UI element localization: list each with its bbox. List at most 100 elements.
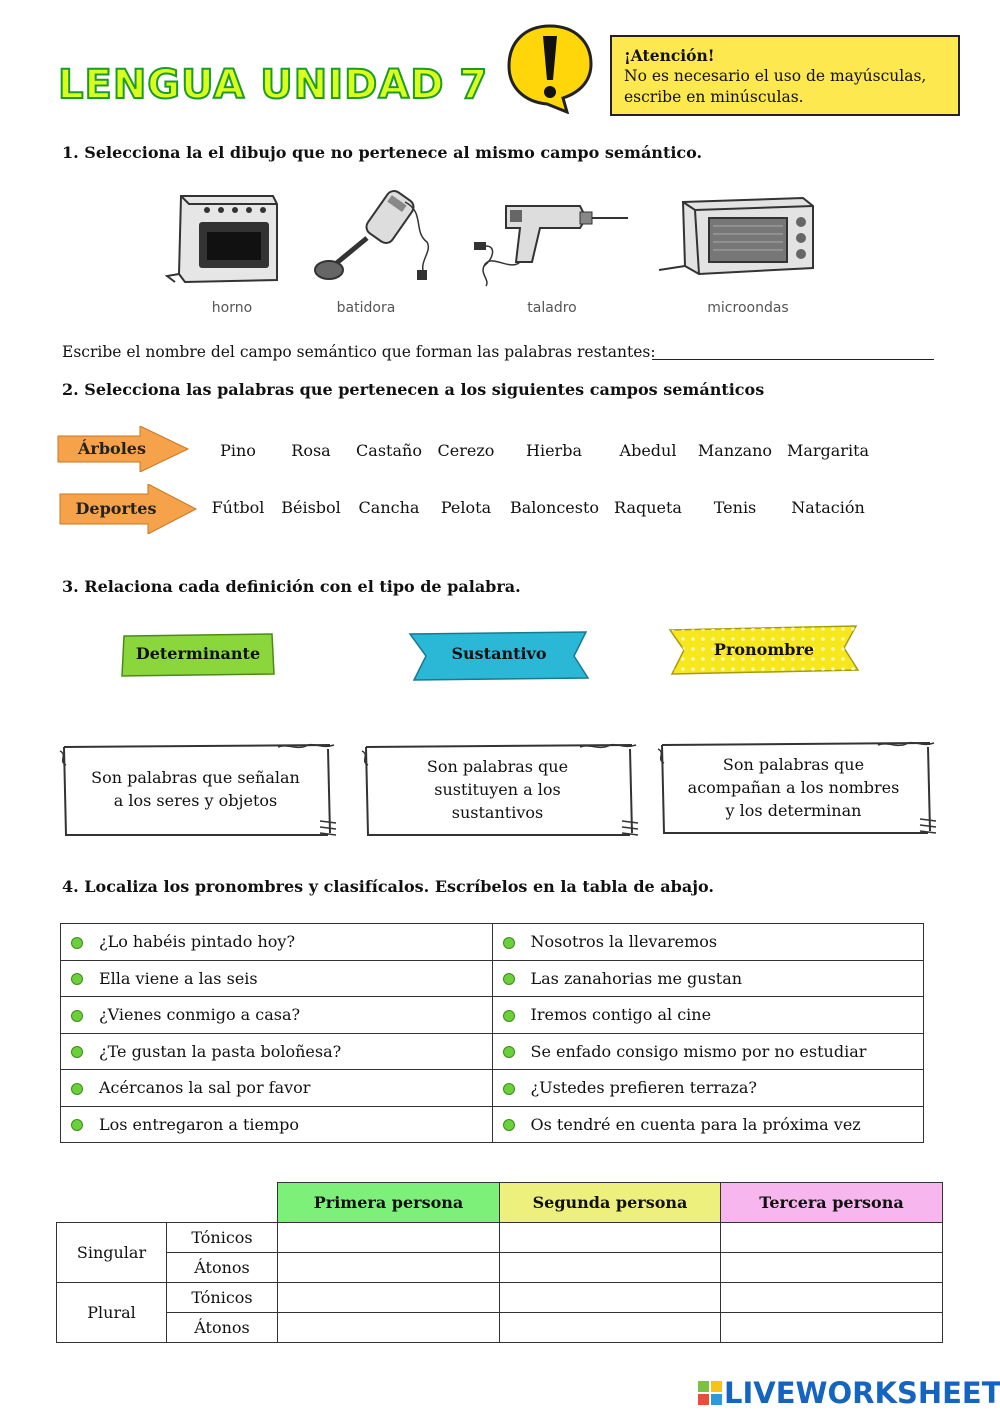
blender-image[interactable] xyxy=(305,182,435,292)
yellow-ribbon-shape xyxy=(668,625,860,675)
question-3: 3. Relaciona cada definición con el tipo… xyxy=(62,577,521,596)
answer-cell[interactable] xyxy=(720,1252,943,1283)
arrow-shape xyxy=(57,425,190,473)
answer-cell[interactable] xyxy=(277,1222,500,1253)
word-manzano[interactable]: Manzano xyxy=(697,441,773,460)
table-row: Átonos xyxy=(57,1252,943,1283)
definition-1-line-2: a los seres y objetos xyxy=(113,791,278,810)
header-segunda-persona: Segunda persona xyxy=(499,1182,721,1223)
green-dot-icon xyxy=(71,936,83,949)
word-castano[interactable]: Castaño xyxy=(356,441,422,460)
scroll-frame xyxy=(657,741,937,834)
group-plural: Plural xyxy=(56,1282,167,1343)
sentence-text[interactable]: Ella viene a las seis xyxy=(99,968,258,988)
word-cancha[interactable]: Cancha xyxy=(358,498,420,517)
label-taladro: taladro xyxy=(527,300,577,316)
group-singular: Singular xyxy=(56,1222,167,1283)
definition-box-2[interactable]: Son palabras que sustituyen a los sustanti… xyxy=(360,743,639,836)
table-row: Átonos xyxy=(57,1312,943,1343)
answer-cell[interactable] xyxy=(720,1222,943,1253)
green-dot-icon xyxy=(502,1119,515,1132)
definition-2-text: Son palabras que sustituyen a los sustanti… xyxy=(360,743,635,835)
subrow-tonicos: Tónicos xyxy=(166,1222,278,1253)
sentence-text[interactable]: Os tendré en cuenta para la próxima vez xyxy=(530,1114,861,1134)
attention-box: ¡Atención! No es necesario el uso de may… xyxy=(610,35,960,116)
sentence-cell: Se enfado consigo mismo por no estudiar xyxy=(491,1032,924,1070)
pronoun-classification-table: Primera persona Segunda persona Tercera … xyxy=(56,1182,943,1343)
answer-cell[interactable] xyxy=(499,1222,721,1253)
table-row: ¿Vienes conmigo a casa? Iremos contigo a… xyxy=(60,996,924,1034)
subrow-tonicos: Tónicos xyxy=(166,1282,278,1313)
table-row: Plural Tónicos xyxy=(56,1282,943,1343)
ribbon-sustantivo[interactable]: Sustantivo xyxy=(408,630,590,682)
answer-cell[interactable] xyxy=(277,1282,500,1313)
green-dot-icon xyxy=(502,936,515,949)
sentence-text[interactable]: ¿Vienes conmigo a casa? xyxy=(99,1005,301,1025)
word-raqueta[interactable]: Raqueta xyxy=(614,498,682,517)
ribbon-pronombre[interactable]: Pronombre xyxy=(668,624,860,676)
arrow-shape xyxy=(59,483,198,535)
definition-2-line-3: sustantivos xyxy=(451,802,544,822)
instruction-q1: Escribe el nombre del campo semántico qu… xyxy=(62,343,656,361)
scroll-frame xyxy=(59,743,337,836)
sentence-cell: ¿Lo habéis pintado hoy? xyxy=(60,923,493,961)
table-header-row: Primera persona Segunda persona Tercera … xyxy=(57,1182,943,1223)
answer-cell[interactable] xyxy=(277,1252,500,1283)
attention-title: ¡Atención! xyxy=(624,46,715,65)
drill-image[interactable] xyxy=(470,182,630,292)
sentence-text[interactable]: Las zanahorias me gustan xyxy=(530,968,743,988)
word-cerezo[interactable]: Cerezo xyxy=(437,441,495,460)
word-pelota[interactable]: Pelota xyxy=(440,498,492,517)
sentence-text[interactable]: ¿Lo habéis pintado hoy? xyxy=(99,932,296,952)
answer-cell[interactable] xyxy=(499,1282,721,1313)
sentence-text[interactable]: Nosotros la llevaremos xyxy=(530,932,718,952)
ribbon-determinante-label: Determinante xyxy=(135,644,261,663)
table-row: Singular Tónicos xyxy=(56,1222,943,1283)
header-primera-persona: Primera persona xyxy=(277,1182,500,1223)
sentence-cell: Iremos contigo al cine xyxy=(491,996,924,1034)
word-rosa[interactable]: Rosa xyxy=(291,441,331,460)
word-natacion[interactable]: Natación xyxy=(791,498,865,517)
definition-2-line-2: sustituyen a los xyxy=(434,779,561,799)
sentence-text[interactable]: Se enfado consigo mismo por no estudiar xyxy=(530,1041,867,1061)
oven-image[interactable] xyxy=(165,182,285,292)
green-dot-icon xyxy=(71,973,83,986)
definition-3-line-1: Son palabras que xyxy=(722,754,865,774)
answer-cell[interactable] xyxy=(499,1312,721,1343)
sentence-text[interactable]: Iremos contigo al cine xyxy=(530,1005,712,1025)
answer-cell[interactable] xyxy=(720,1312,943,1343)
table-row: Los entregaron a tiempo Os tendré en cue… xyxy=(60,1105,924,1143)
table-row: Ella viene a las seis Las zanahorias me … xyxy=(60,959,924,997)
answer-cell[interactable] xyxy=(720,1282,943,1313)
sentence-cell: Las zanahorias me gustan xyxy=(491,959,924,997)
word-tenis[interactable]: Tenis xyxy=(713,498,757,517)
sentence-cell: Os tendré en cuenta para la próxima vez xyxy=(491,1105,924,1143)
definition-box-1[interactable]: Son palabras que señalan a los seres y ob… xyxy=(58,743,337,836)
empty-corner xyxy=(57,1183,278,1223)
answer-cell[interactable] xyxy=(499,1252,721,1283)
sentence-text[interactable]: Los entregaron a tiempo xyxy=(99,1114,300,1134)
microwave-image[interactable] xyxy=(655,182,820,292)
sentence-cell: ¿Te gustan la pasta boloñesa? xyxy=(60,1032,493,1070)
word-futbol[interactable]: Fútbol xyxy=(211,498,265,517)
word-margarita[interactable]: Margarita xyxy=(786,441,870,460)
ribbon-determinante[interactable]: Determinante xyxy=(120,632,276,678)
sentence-text[interactable]: ¿Te gustan la pasta boloñesa? xyxy=(99,1041,342,1061)
answer-field-campo-semantico[interactable] xyxy=(652,359,934,360)
sentence-text[interactable]: Acércanos la sal por favor xyxy=(99,1078,311,1098)
sentence-text[interactable]: ¿Ustedes prefieren terraza? xyxy=(530,1078,757,1098)
word-abedul[interactable]: Abedul xyxy=(619,441,677,460)
table-row: Acércanos la sal por favor ¿Ustedes pref… xyxy=(60,1069,924,1107)
word-beisbol[interactable]: Béisbol xyxy=(281,498,341,517)
sentence-cell: Ella viene a las seis xyxy=(60,959,493,997)
green-dot-icon xyxy=(71,1082,83,1095)
definition-2-line-1: Son palabras que xyxy=(426,756,569,776)
green-dot-icon xyxy=(71,1009,83,1022)
definition-1-line-1: Son palabras que señalan xyxy=(91,768,300,787)
word-hierba[interactable]: Hierba xyxy=(526,441,582,460)
word-pino[interactable]: Pino xyxy=(220,441,256,460)
word-baloncesto[interactable]: Baloncesto xyxy=(509,498,600,517)
answer-cell[interactable] xyxy=(277,1312,500,1343)
